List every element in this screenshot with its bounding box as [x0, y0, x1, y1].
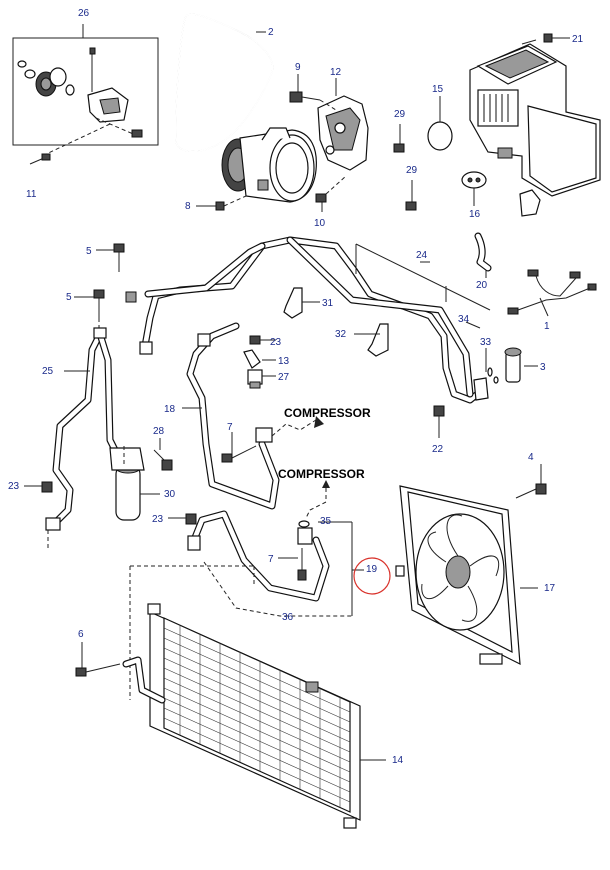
compressor-label-lower: COMPRESSOR [278, 467, 365, 481]
bolt-8 [196, 195, 247, 211]
callout-6: 6 [78, 629, 84, 640]
callout-1: 1 [544, 321, 550, 332]
gasket-15 [427, 96, 453, 151]
callout-35: 35 [320, 516, 332, 527]
bolt-9 [289, 74, 337, 111]
bolt-10 [315, 175, 347, 212]
callout-14: 14 [392, 755, 404, 766]
bolt-11 [29, 153, 51, 165]
condenser [122, 603, 386, 829]
callout-32: 32 [335, 329, 347, 340]
callout-4: 4 [528, 452, 534, 463]
callout-numbers: 26 2 9 12 21 15 29 29 16 11 8 10 20 5 5 … [8, 8, 584, 766]
clamp-31 [283, 287, 320, 319]
callout-18: 18 [164, 404, 176, 415]
discharge-pipe-18 [182, 322, 324, 510]
callout-5-lower: 5 [66, 292, 72, 303]
bolt-5-upper [96, 243, 125, 272]
callout-12: 12 [330, 67, 342, 78]
callout-7-upper: 7 [227, 422, 233, 433]
callout-28: 28 [153, 426, 165, 437]
callout-29-upper: 29 [394, 109, 406, 120]
cap-23-mid [249, 335, 276, 345]
callout-30: 30 [164, 489, 176, 500]
callout-9: 9 [295, 62, 301, 73]
callout-25: 25 [42, 366, 54, 377]
bolt-5-lower [74, 289, 105, 330]
callout-36: 36 [282, 612, 294, 623]
callout-27: 27 [278, 372, 290, 383]
drive-belt [174, 13, 274, 153]
screw-29-lower [405, 180, 417, 211]
callout-16: 16 [469, 209, 481, 220]
valve-27 [247, 369, 276, 389]
callout-23-mid: 23 [270, 337, 282, 348]
callout-11: 11 [26, 189, 37, 200]
callout-23-left: 23 [8, 481, 20, 492]
callout-31: 31 [322, 298, 334, 309]
nut-23-lower [168, 513, 197, 525]
oring-33-34 [465, 321, 499, 384]
bolt-4 [515, 464, 547, 499]
hose-20 [474, 232, 492, 278]
bolt-7-upper [221, 432, 257, 463]
block-16 [461, 171, 487, 206]
callout-2: 2 [268, 27, 274, 38]
bolt-6 [75, 642, 121, 677]
pipe-19 [187, 510, 364, 616]
callout-33: 33 [480, 337, 492, 348]
idler-pulley-detail-box [12, 24, 159, 157]
callout-29-lower: 29 [406, 165, 418, 176]
callout-24: 24 [416, 250, 428, 261]
callout-21: 21 [572, 34, 584, 45]
callout-10: 10 [314, 218, 326, 229]
liquid-pipe-25 [45, 327, 124, 531]
nut-23-left [24, 481, 53, 548]
callout-22: 22 [432, 444, 444, 455]
callout-26: 26 [78, 8, 90, 19]
fitting-13 [243, 349, 276, 369]
bolt-7-lower [278, 548, 307, 581]
callout-17: 17 [544, 583, 556, 594]
compressor-label-upper: COMPRESSOR [284, 406, 371, 420]
callout-3: 3 [540, 362, 546, 373]
oring-35 [298, 520, 310, 528]
callout-15: 15 [432, 84, 444, 95]
callout-34: 34 [458, 314, 470, 325]
wiring-harness [507, 269, 597, 317]
receiver-drier [109, 446, 160, 521]
compressor-arrow-lower [305, 480, 330, 519]
nut-22 [433, 405, 445, 438]
callout-7-lower: 7 [268, 554, 274, 565]
dashed-lines-36 [129, 561, 352, 700]
callout-19: 19 [366, 564, 378, 575]
ac-compressor [221, 127, 317, 203]
evaporator-unit [469, 33, 601, 217]
callout-13: 13 [278, 356, 290, 367]
callout-8: 8 [185, 201, 191, 212]
callout-23-lower: 23 [152, 514, 164, 525]
cooling-fan [395, 485, 538, 666]
suction-pipe-24 [125, 236, 491, 404]
compressor-bracket [317, 78, 369, 171]
clamp-32 [354, 323, 389, 357]
bolt-28 [153, 438, 173, 471]
callout-5-upper: 5 [86, 246, 92, 257]
screw-29-upper [393, 124, 405, 153]
highlight-circle-19 [353, 557, 391, 595]
leader-lines [420, 261, 447, 302]
pressure-switch [504, 347, 538, 383]
callout-20: 20 [476, 280, 488, 291]
